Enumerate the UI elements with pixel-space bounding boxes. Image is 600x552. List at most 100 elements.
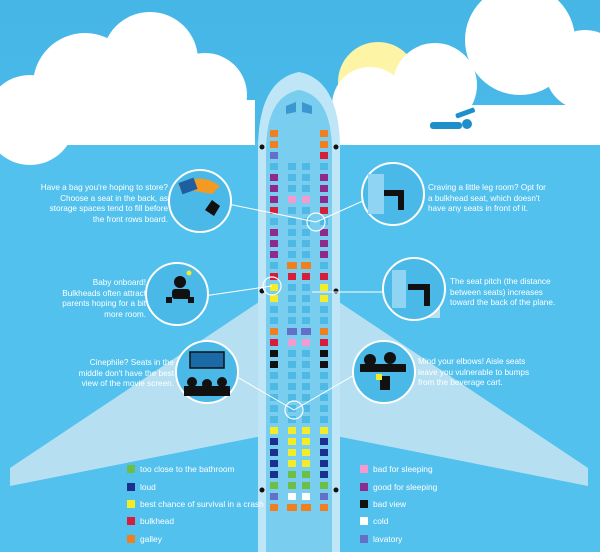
seat-lavatory xyxy=(301,328,311,335)
legend-swatch xyxy=(127,517,135,525)
seat-bad-sleep xyxy=(288,196,296,203)
seat-yellow xyxy=(302,460,310,467)
seat-good xyxy=(320,240,328,247)
legend-label: cold xyxy=(373,516,389,526)
door-marker xyxy=(333,144,339,150)
seat-bulkhead xyxy=(270,273,278,280)
legend-swatch xyxy=(360,483,368,491)
seat-badview xyxy=(270,361,278,368)
seat-yellow xyxy=(302,438,310,445)
seat-seat xyxy=(270,218,278,225)
cart-icon xyxy=(380,376,390,390)
seat-good xyxy=(320,174,328,181)
seat-seat xyxy=(320,306,328,313)
seat-galley xyxy=(287,504,297,511)
cabin xyxy=(266,90,332,552)
cockpit-window-right xyxy=(302,102,312,114)
legend-label: lavatory xyxy=(373,534,403,544)
seat-seat xyxy=(288,416,296,423)
seat-seat xyxy=(288,185,296,192)
seat-lavatory xyxy=(270,493,278,500)
seat-good xyxy=(270,174,278,181)
seat-seat xyxy=(288,317,296,324)
seat-cold xyxy=(288,493,296,500)
seat-good xyxy=(270,185,278,192)
seat-bad-sleep xyxy=(288,339,296,346)
seat-seat xyxy=(302,185,310,192)
legend-swatch xyxy=(127,535,135,543)
seat-seat xyxy=(302,251,310,258)
seat-seat xyxy=(320,372,328,379)
seat-seat xyxy=(270,163,278,170)
seat-galley xyxy=(320,504,328,511)
seat-galley xyxy=(320,130,328,137)
seat-seat xyxy=(320,163,328,170)
seat-seat xyxy=(270,416,278,423)
seat-bulkhead xyxy=(320,339,328,346)
legend-label: too close to the bathroom xyxy=(140,464,235,474)
tip-elbows: Mind your elbows! Aisle seats leave you … xyxy=(418,357,530,387)
seat-seat xyxy=(320,416,328,423)
seat-green xyxy=(320,482,328,489)
seat-lavatory xyxy=(287,328,297,335)
seat-seat xyxy=(288,361,296,368)
seat-loud xyxy=(320,460,328,467)
seat-yellow xyxy=(270,295,278,302)
seat-seat xyxy=(302,306,310,313)
seat-loud xyxy=(320,449,328,456)
cloud-right xyxy=(332,0,600,145)
legend-label: bulkhead xyxy=(140,516,174,526)
seat-seat xyxy=(288,229,296,236)
seat-yellow xyxy=(288,427,296,434)
tip-circle-storage xyxy=(168,169,232,233)
seat-seat xyxy=(302,383,310,390)
seat-seat xyxy=(302,284,310,291)
seat-good xyxy=(270,240,278,247)
seat-seat xyxy=(270,317,278,324)
seat-seat xyxy=(270,383,278,390)
seat-seat xyxy=(302,240,310,247)
seat-seat xyxy=(320,218,328,225)
seat-seat xyxy=(270,394,278,401)
seat-seat xyxy=(302,372,310,379)
baby-icon xyxy=(166,276,194,303)
seat-seat xyxy=(288,295,296,302)
seat-seat xyxy=(320,405,328,412)
legend-swatch xyxy=(360,535,368,543)
seat-seat xyxy=(302,218,310,225)
seat-loud xyxy=(320,471,328,478)
seat-bad-sleep xyxy=(302,339,310,346)
seat-yellow xyxy=(270,427,278,434)
seat-seat xyxy=(270,372,278,379)
seat-bulkhead xyxy=(270,207,278,214)
legend-label: good for sleeping xyxy=(373,482,438,492)
seat-good xyxy=(320,251,328,258)
seat-galley xyxy=(320,328,328,335)
seat-seat xyxy=(288,207,296,214)
seat-seat xyxy=(288,251,296,258)
seat-seat xyxy=(288,350,296,357)
seat-yellow xyxy=(288,438,296,445)
seat-bulkhead xyxy=(288,273,296,280)
seat-seat xyxy=(302,163,310,170)
seat-green xyxy=(288,482,296,489)
seat-yellow xyxy=(302,449,310,456)
legend-label: loud xyxy=(140,482,156,492)
audience-icon xyxy=(184,377,230,396)
seat-bulkhead xyxy=(320,207,328,214)
seat-seat xyxy=(288,284,296,291)
seat-green xyxy=(302,471,310,478)
seat-galley xyxy=(320,141,328,148)
cloud-left xyxy=(0,12,255,165)
seat-seat xyxy=(302,361,310,368)
seat-seat xyxy=(288,218,296,225)
seat-good xyxy=(270,251,278,258)
seat-loud xyxy=(270,438,278,445)
seat-seat xyxy=(270,405,278,412)
seat-lavatory xyxy=(270,152,278,159)
tip-circle-baby xyxy=(145,262,209,326)
seat-cold xyxy=(302,493,310,500)
seat-good xyxy=(320,229,328,236)
door-marker xyxy=(333,288,339,294)
